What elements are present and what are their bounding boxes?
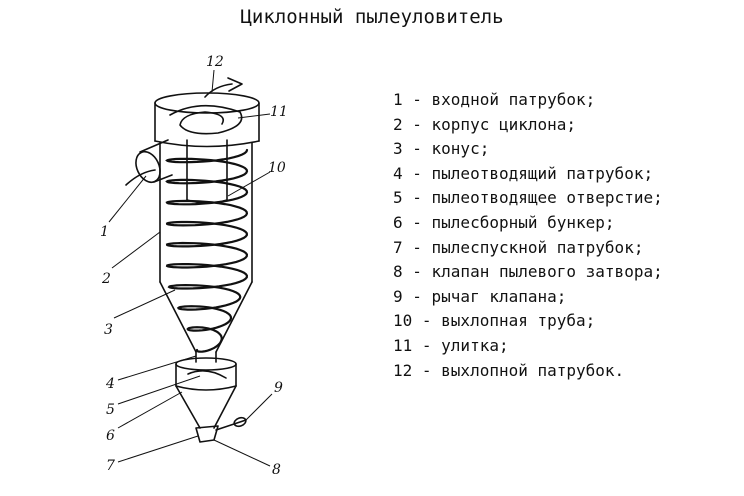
gas-flow-spiral [165, 148, 249, 353]
callout-4: 4 [105, 376, 115, 392]
callout-3: 3 [104, 322, 113, 338]
legend-item: 8 - клапан пылевого затвора; [393, 262, 663, 282]
legend-item: 4 - пылеотводящий патрубок; [393, 163, 654, 183]
callout-9: 9 [274, 380, 283, 396]
leader-lines [108, 69, 273, 467]
legend-item: 2 - корпус циклона; [393, 114, 577, 134]
legend-item: 12 - выхлопной патрубок. [393, 360, 625, 380]
callout-6: 6 [106, 428, 115, 444]
callout-11: 11 [270, 104, 288, 120]
cone-left [159, 281, 197, 353]
callout-10: 10 [268, 160, 286, 176]
legend-list: 1 - входной патрубок; 2 - корпус циклона;… [393, 88, 663, 383]
legend-item: 9 - рычаг клапана; [393, 286, 567, 306]
legend-item: 11 - улитка; [393, 335, 509, 355]
legend-item: 5 - пылеотводящее отверстие; [393, 188, 663, 208]
legend-item: 1 - входной патрубок; [393, 90, 596, 109]
callout-2: 2 [101, 271, 111, 287]
callout-8: 8 [272, 462, 281, 478]
callout-12: 12 [206, 54, 224, 70]
legend-item: 7 - пылеспускной патрубок; [393, 237, 644, 257]
legend-item: 10 - выхлопная труба; [393, 311, 596, 331]
callout-1: 1 [100, 224, 109, 240]
callout-5: 5 [106, 402, 115, 418]
callout-7: 7 [106, 458, 115, 474]
legend-item: 6 - пылесборный бункер; [393, 212, 615, 232]
valve-flap [195, 425, 219, 443]
legend-item: 3 - конус; [393, 139, 490, 159]
valve-lever [215, 419, 247, 431]
diagram-title: Циклонный пылеуловитель [240, 6, 504, 28]
